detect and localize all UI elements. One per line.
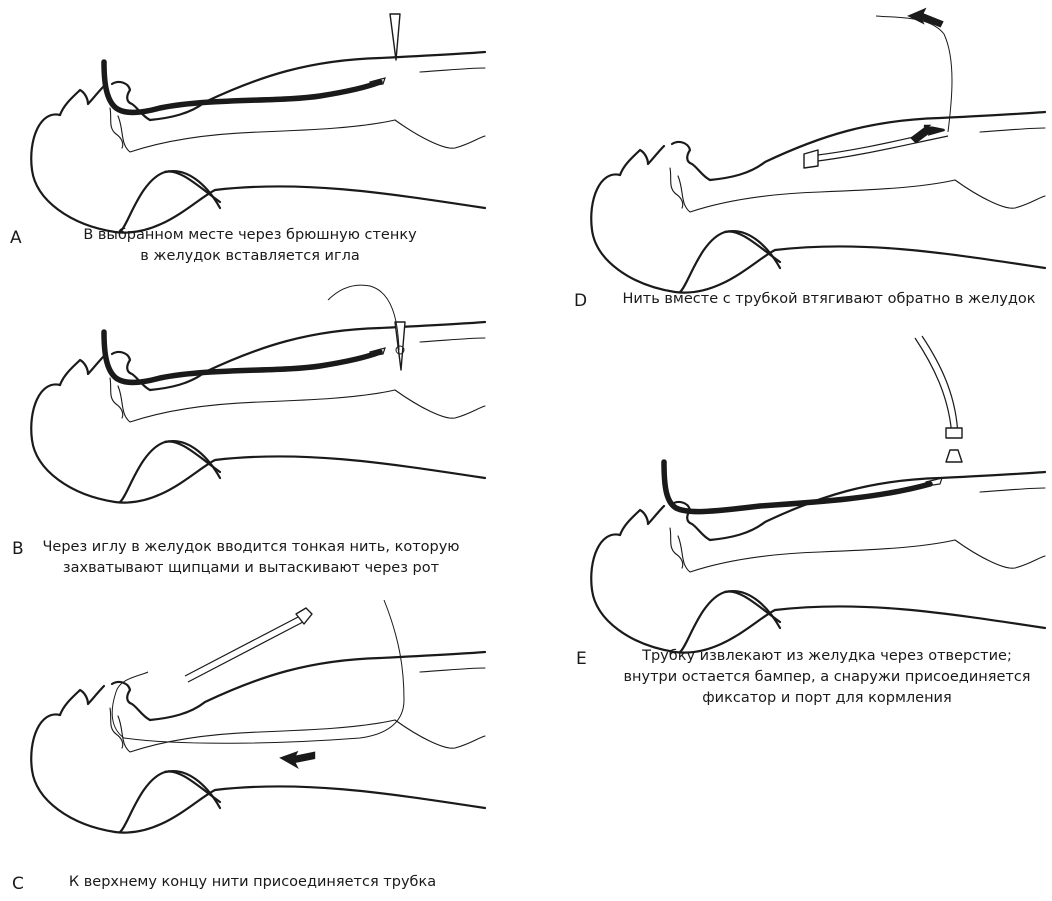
- panel-e-illustration: [590, 335, 1047, 654]
- endoscope: [661, 459, 933, 515]
- thread: [111, 599, 405, 744]
- panel-c-caption: К верхнему концу нити присоединяется тру…: [60, 872, 445, 893]
- caption-line: В выбранном месте через брюшную стенку: [83, 227, 417, 243]
- panel-d-letter: D: [574, 291, 588, 311]
- endoscope: [101, 329, 383, 386]
- panel-e-caption: Трубку извлекают из желудка через отверс…: [612, 646, 1042, 709]
- tube-bumper-icon: [295, 607, 313, 625]
- thread: [875, 15, 953, 133]
- caption-line: Трубку извлекают из желудка через отверс…: [642, 648, 1012, 664]
- internal-bumper-icon: [945, 449, 963, 463]
- panel-a-caption: В выбранном месте через брюшную стенку в…: [80, 225, 420, 267]
- feeding-tube: [914, 335, 959, 439]
- panel-c-illustration: [30, 599, 487, 834]
- panel-b-letter: B: [12, 539, 24, 559]
- panel-b-caption: Через иглу в желудок вводится тонкая нит…: [36, 537, 466, 579]
- tube-bumper-icon: [803, 149, 819, 169]
- panel-a-letter: A: [10, 228, 22, 248]
- panel-b-illustration: [30, 284, 487, 504]
- needle-icon: [389, 13, 401, 61]
- panel-c-letter: C: [12, 874, 24, 894]
- panel-e-letter: E: [576, 649, 587, 669]
- caption-line: Нить вместе с трубкой втягивают обратно …: [622, 291, 1036, 307]
- caption-line: К верхнему концу нити присоединяется тру…: [68, 874, 437, 890]
- endoscope: [101, 59, 383, 116]
- arrow-up-right-icon: [910, 124, 945, 144]
- feeding-tube: [184, 615, 304, 683]
- arrow-up-left-icon: [907, 7, 944, 28]
- panel-a-illustration: [30, 13, 487, 234]
- external-fixator-icon: [945, 427, 963, 439]
- caption-line: Через иглу в желудок вводится тонкая нит…: [42, 539, 460, 555]
- arrow-left-icon: [279, 750, 316, 770]
- panel-d-caption: Нить вместе с трубкой втягивают обратно …: [614, 289, 1044, 310]
- thread: [327, 284, 400, 351]
- caption-line: фиксатор и порт для кормления: [702, 690, 952, 706]
- caption-line: захватывают щипцами и вытаскивают через …: [62, 560, 440, 576]
- caption-line: внутри остается бампер, а снаружи присое…: [623, 669, 1031, 685]
- caption-line: в желудок вставляется игла: [140, 248, 360, 264]
- panel-d-illustration: [590, 7, 1047, 294]
